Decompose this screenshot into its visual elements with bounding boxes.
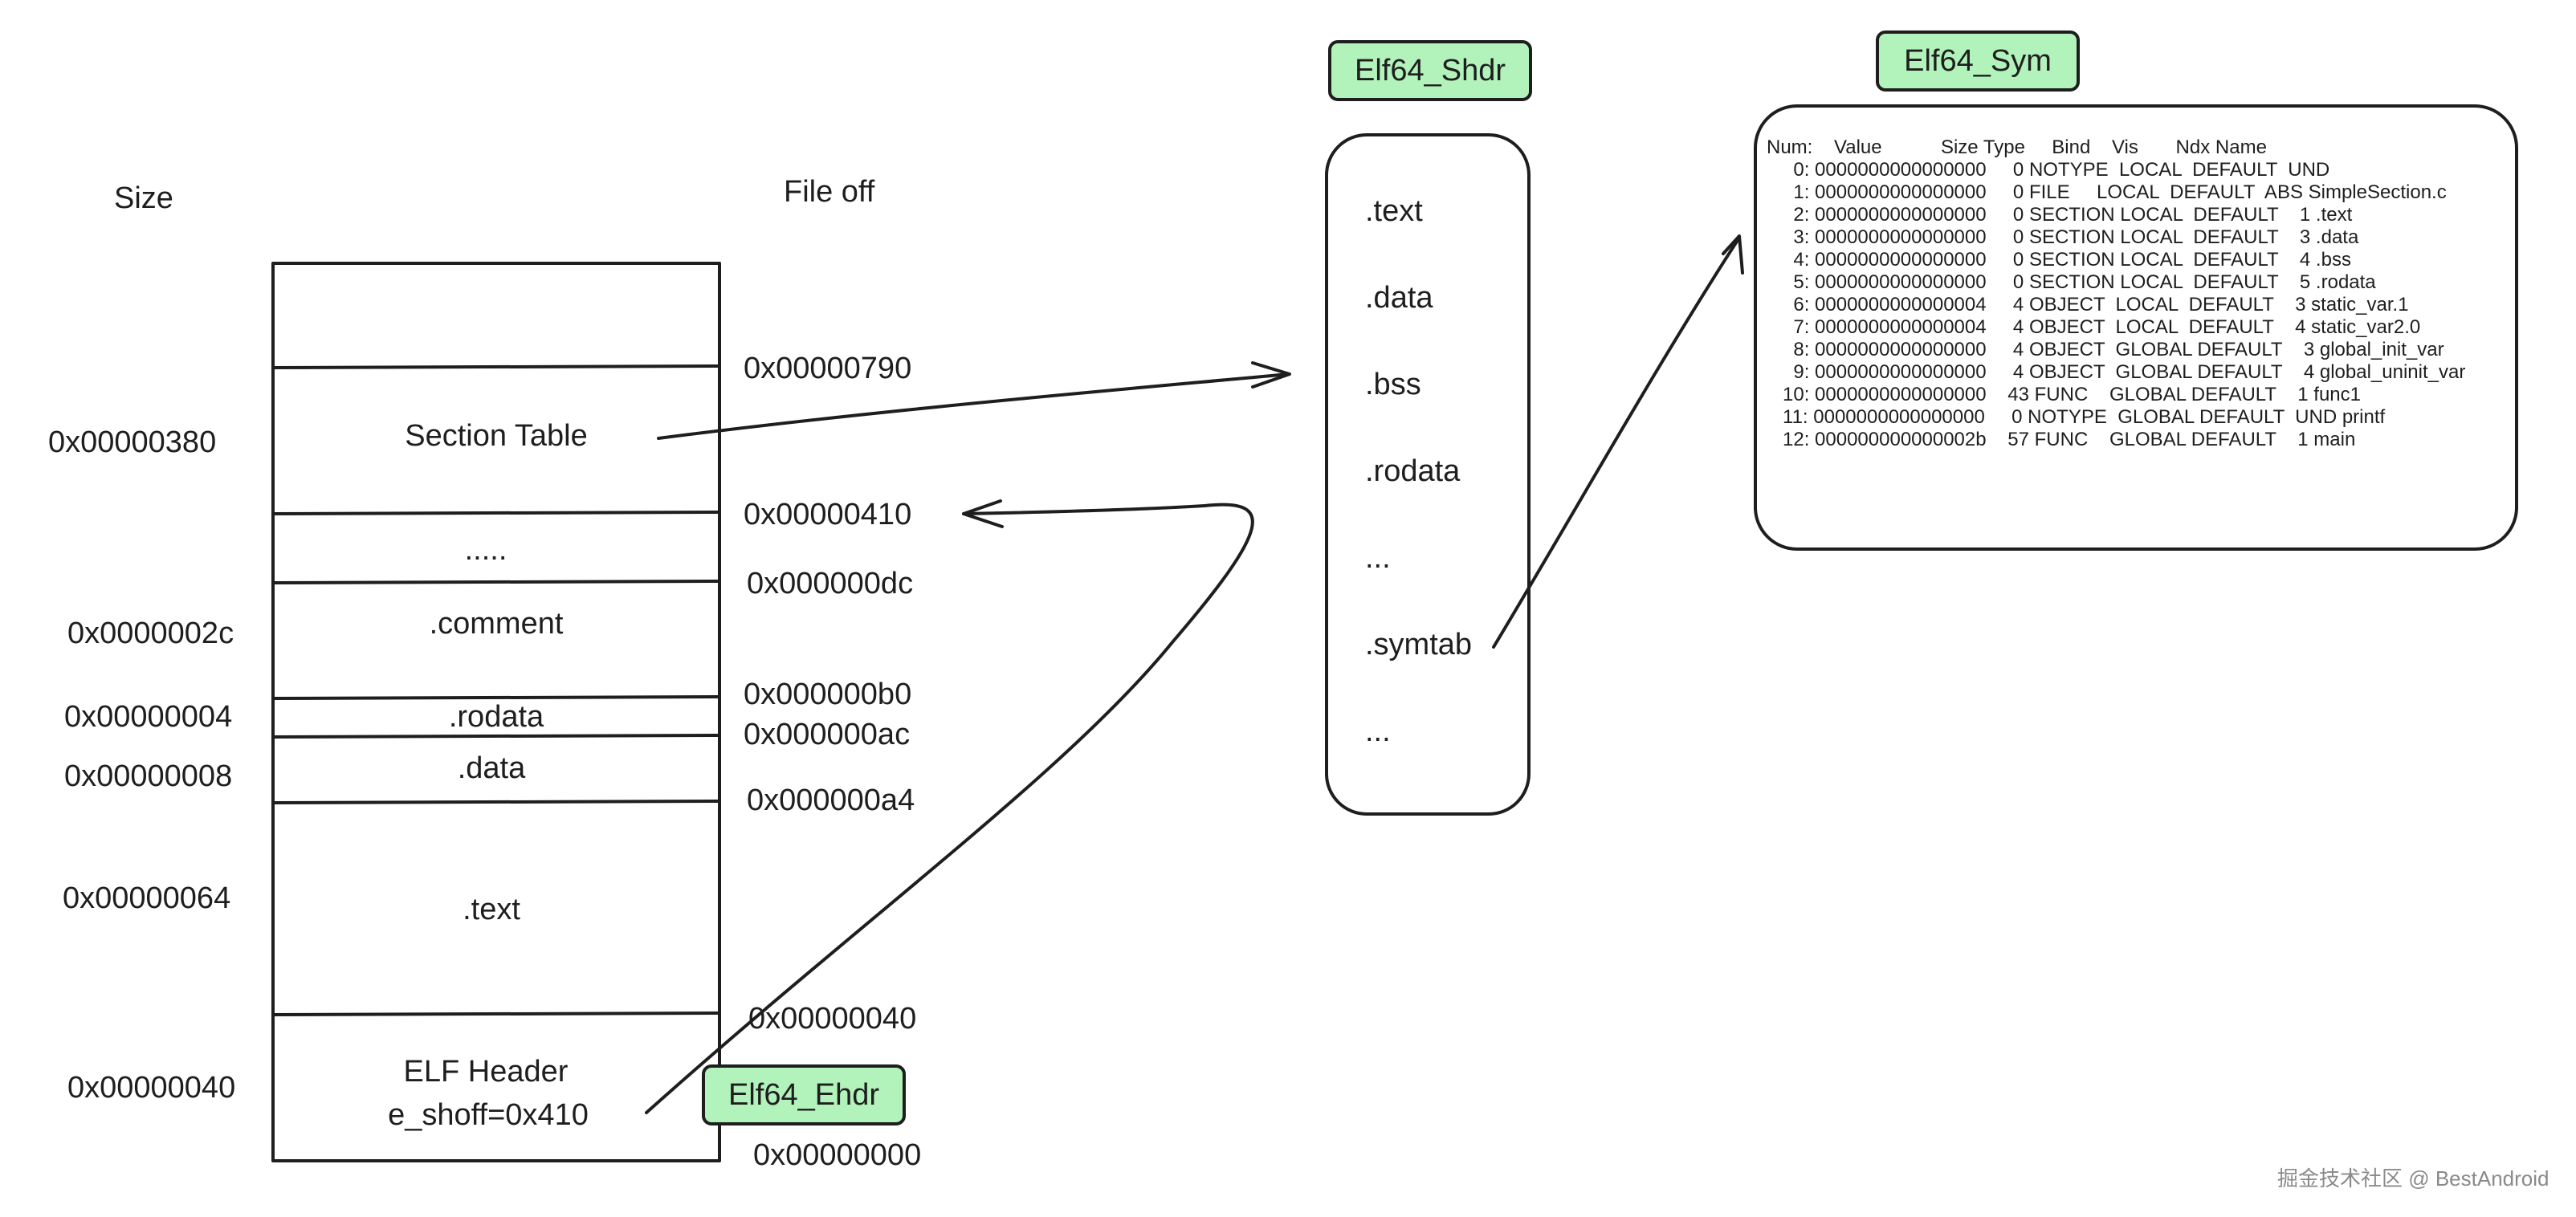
symtab-row: 12: 000000000000002b 57 FUNC GLOBAL DEFA… [1767, 429, 2356, 450]
e-shoff-label: e_shoff=0x410 [388, 1098, 589, 1132]
offset-0xac: 0x000000ac [744, 718, 911, 751]
text-label: .text [463, 893, 520, 926]
divider-dots [271, 580, 721, 584]
tag-elf64-sym: Elf64_Sym [1876, 31, 2080, 92]
file-layout-box [271, 262, 721, 1162]
dots-label: ..... [464, 533, 507, 567]
symtab-row: 7: 0000000000000004 4 OBJECT LOCAL DEFAU… [1767, 316, 2421, 338]
size-rodata: 0x00000004 [64, 700, 233, 734]
shdr-item-ellipsis-2: ... [1365, 714, 1391, 748]
offset-0xb0: 0x000000b0 [744, 678, 912, 711]
symtab-row: 3: 0000000000000000 0 SECTION LOCAL DEFA… [1767, 226, 2359, 248]
comment-label: .comment [429, 607, 564, 641]
size-section-table: 0x00000380 [48, 425, 217, 459]
divider-data [271, 800, 721, 804]
data-label: .data [457, 751, 526, 785]
symtab-header: Num: Value Size Type Bind Vis Ndx Name [1767, 136, 2267, 158]
shdr-box [1325, 133, 1531, 816]
symtab-row: 6: 0000000000000004 4 OBJECT LOCAL DEFAU… [1767, 294, 2409, 315]
offset-0xa4: 0x000000a4 [747, 784, 915, 817]
watermark: 掘金技术社区 @ BestAndroid [2277, 1166, 2550, 1191]
arrow-eshoff-to-offset [645, 503, 1254, 1114]
file-offset-header: File off [784, 175, 875, 209]
symtab-row: 5: 0000000000000000 0 SECTION LOCAL DEFA… [1767, 271, 2376, 293]
tag-elf64-ehdr: Elf64_Ehdr [702, 1064, 906, 1125]
symtab-listing: Num: Value Size Type Bind Vis Ndx Name 0… [1767, 136, 2465, 451]
symtab-row: 8: 0000000000000000 4 OBJECT GLOBAL DEFA… [1767, 339, 2444, 360]
sym-box [1754, 104, 2518, 551]
rodata-label: .rodata [448, 700, 544, 734]
divider-comment [271, 695, 721, 700]
offset-0xdc: 0x000000dc [747, 567, 914, 600]
offset-0x790: 0x00000790 [744, 352, 912, 385]
arrowhead-shdr [1251, 361, 1291, 389]
divider-rodata [271, 734, 721, 739]
symtab-row: 4: 0000000000000000 0 SECTION LOCAL DEFA… [1767, 249, 2351, 271]
shdr-item-symtab: .symtab [1365, 628, 1473, 661]
symtab-row: 1: 0000000000000000 0 FILE LOCAL DEFAULT… [1767, 181, 2447, 203]
shdr-item-text: .text [1365, 194, 1423, 228]
shdr-item-bss: .bss [1365, 368, 1421, 401]
offset-0x410: 0x00000410 [744, 498, 912, 531]
symtab-row: 9: 0000000000000000 4 OBJECT GLOBAL DEFA… [1767, 361, 2466, 383]
symtab-row: 10: 0000000000000000 43 FUNC GLOBAL DEFA… [1767, 384, 2361, 405]
divider-top [271, 364, 721, 369]
tag-elf64-shdr: Elf64_Shdr [1328, 40, 1532, 101]
size-text: 0x00000064 [63, 881, 231, 915]
size-comment: 0x0000002c [67, 617, 234, 650]
elf-header-label: ELF Header [403, 1055, 569, 1089]
size-elf-header: 0x00000040 [67, 1071, 236, 1105]
symtab-row: 0: 0000000000000000 0 NOTYPE LOCAL DEFAU… [1767, 159, 2330, 181]
size-header: Size [114, 181, 173, 215]
symtab-row: 2: 0000000000000000 0 SECTION LOCAL DEFA… [1767, 204, 2353, 226]
section-table-label: Section Table [405, 419, 588, 453]
shdr-item-data: .data [1365, 281, 1433, 315]
shdr-item-rodata: .rodata [1365, 454, 1461, 488]
arrow-symtab-to-sym [1492, 236, 1741, 649]
symtab-row: 11: 0000000000000000 0 NOTYPE GLOBAL DEF… [1767, 406, 2386, 428]
arrowhead-sym [1722, 234, 1744, 275]
divider-text [271, 1011, 721, 1016]
offset-0x40: 0x00000040 [748, 1002, 917, 1036]
divider-section-table [271, 511, 721, 515]
shdr-item-ellipsis-1: ... [1365, 541, 1391, 575]
arrow-section-table-to-shdr [657, 372, 1290, 440]
size-data: 0x00000008 [64, 759, 233, 793]
arrowhead-offset [962, 499, 1004, 528]
offset-0x0: 0x00000000 [753, 1138, 922, 1172]
